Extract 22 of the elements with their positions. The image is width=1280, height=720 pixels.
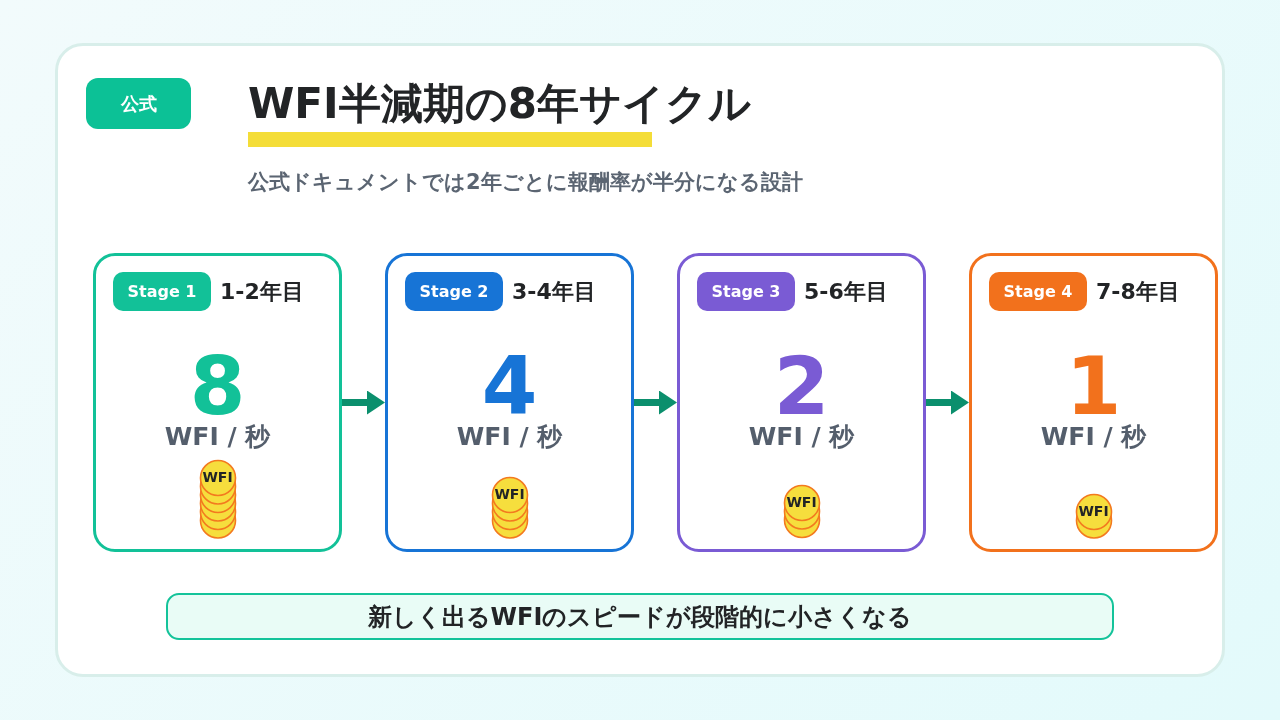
summary-box: 新しく出るWFIのスピードが段階的に小さくなる (166, 593, 1114, 640)
stage-tag: Stage 2 (405, 272, 503, 311)
coin-label: WFI (494, 485, 525, 502)
period-label: 3-4年目 (512, 278, 596, 306)
stage-card (93, 253, 342, 552)
stage-tag: Stage 4 (989, 272, 1087, 311)
subtitle: 公式ドキュメントでは2年ごとに報酬率が半分になる設計 (248, 169, 803, 196)
category-tag: 公式 (86, 78, 191, 129)
arrow (634, 390, 677, 415)
coin-label: WFI (786, 494, 817, 510)
stage-tag: Stage 1 (113, 272, 211, 311)
stage-card (677, 253, 926, 552)
stage-card (385, 253, 634, 552)
arrow (926, 390, 969, 415)
coin-label: WFI (202, 468, 233, 485)
coin-label: WFI (1078, 502, 1109, 519)
period-label: 1-2年目 (220, 278, 304, 306)
stage-tag: Stage 3 (697, 272, 795, 311)
arrow (342, 390, 385, 415)
period-label: 5-6年目 (804, 278, 888, 306)
stage-card (969, 253, 1218, 552)
period-label: 7-8年目 (1096, 278, 1180, 306)
